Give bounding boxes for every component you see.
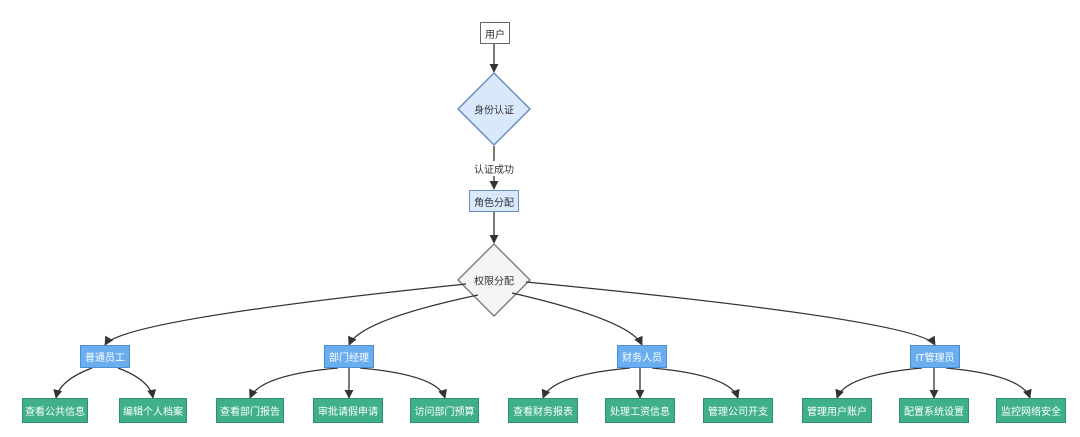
perm-manage-user-accounts: 管理用户账户 — [802, 398, 872, 423]
perm-approve-leave: 审批请假申请 — [313, 398, 383, 423]
edge-finance-perm-1 — [541, 367, 631, 399]
auth-diamond — [456, 71, 532, 147]
edge-it-perm-1 — [835, 367, 923, 399]
perm-monitor-network-security: 监控网络安全 — [996, 398, 1066, 423]
role-manager: 部门经理 — [324, 345, 374, 368]
perm-process-payroll: 处理工资信息 — [605, 398, 675, 423]
auth-label: 身份认证 — [474, 105, 514, 117]
role-staff: 普通员工 — [80, 345, 130, 368]
perm-view-public-info: 查看公共信息 — [22, 398, 88, 423]
edge-manager-perm-3 — [359, 367, 447, 399]
edge-staff-perm-1 — [53, 367, 93, 399]
edge-to-role-it — [525, 281, 936, 346]
auth-success-label: 认证成功 — [472, 161, 516, 176]
role-finance: 财务人员 — [617, 345, 667, 368]
perm-access-dept-budget: 访问部门预算 — [410, 398, 479, 423]
edge-staff-perm-2 — [117, 367, 157, 399]
edge-it-perm-3 — [945, 367, 1032, 399]
permission-diamond — [457, 243, 531, 317]
permission-assign-label: 权限分配 — [474, 276, 514, 288]
edge-manager-perm-1 — [249, 367, 339, 399]
edge-finance-perm-3 — [651, 367, 740, 399]
user-node: 用户 — [480, 22, 510, 44]
role-assign-node: 角色分配 — [469, 190, 519, 212]
edge-to-role-finance — [511, 292, 643, 346]
role-it-admin: IT管理员 — [910, 345, 960, 368]
perm-configure-system: 配置系统设置 — [899, 398, 969, 423]
edge-to-role-manager — [348, 294, 479, 346]
perm-view-dept-report: 查看部门报告 — [216, 398, 284, 423]
perm-manage-expenses: 管理公司开支 — [703, 398, 773, 423]
perm-view-financial-statements: 查看财务报表 — [508, 398, 578, 423]
edge-to-role-staff — [104, 283, 467, 346]
perm-edit-personal-profile: 编辑个人档案 — [119, 398, 187, 423]
